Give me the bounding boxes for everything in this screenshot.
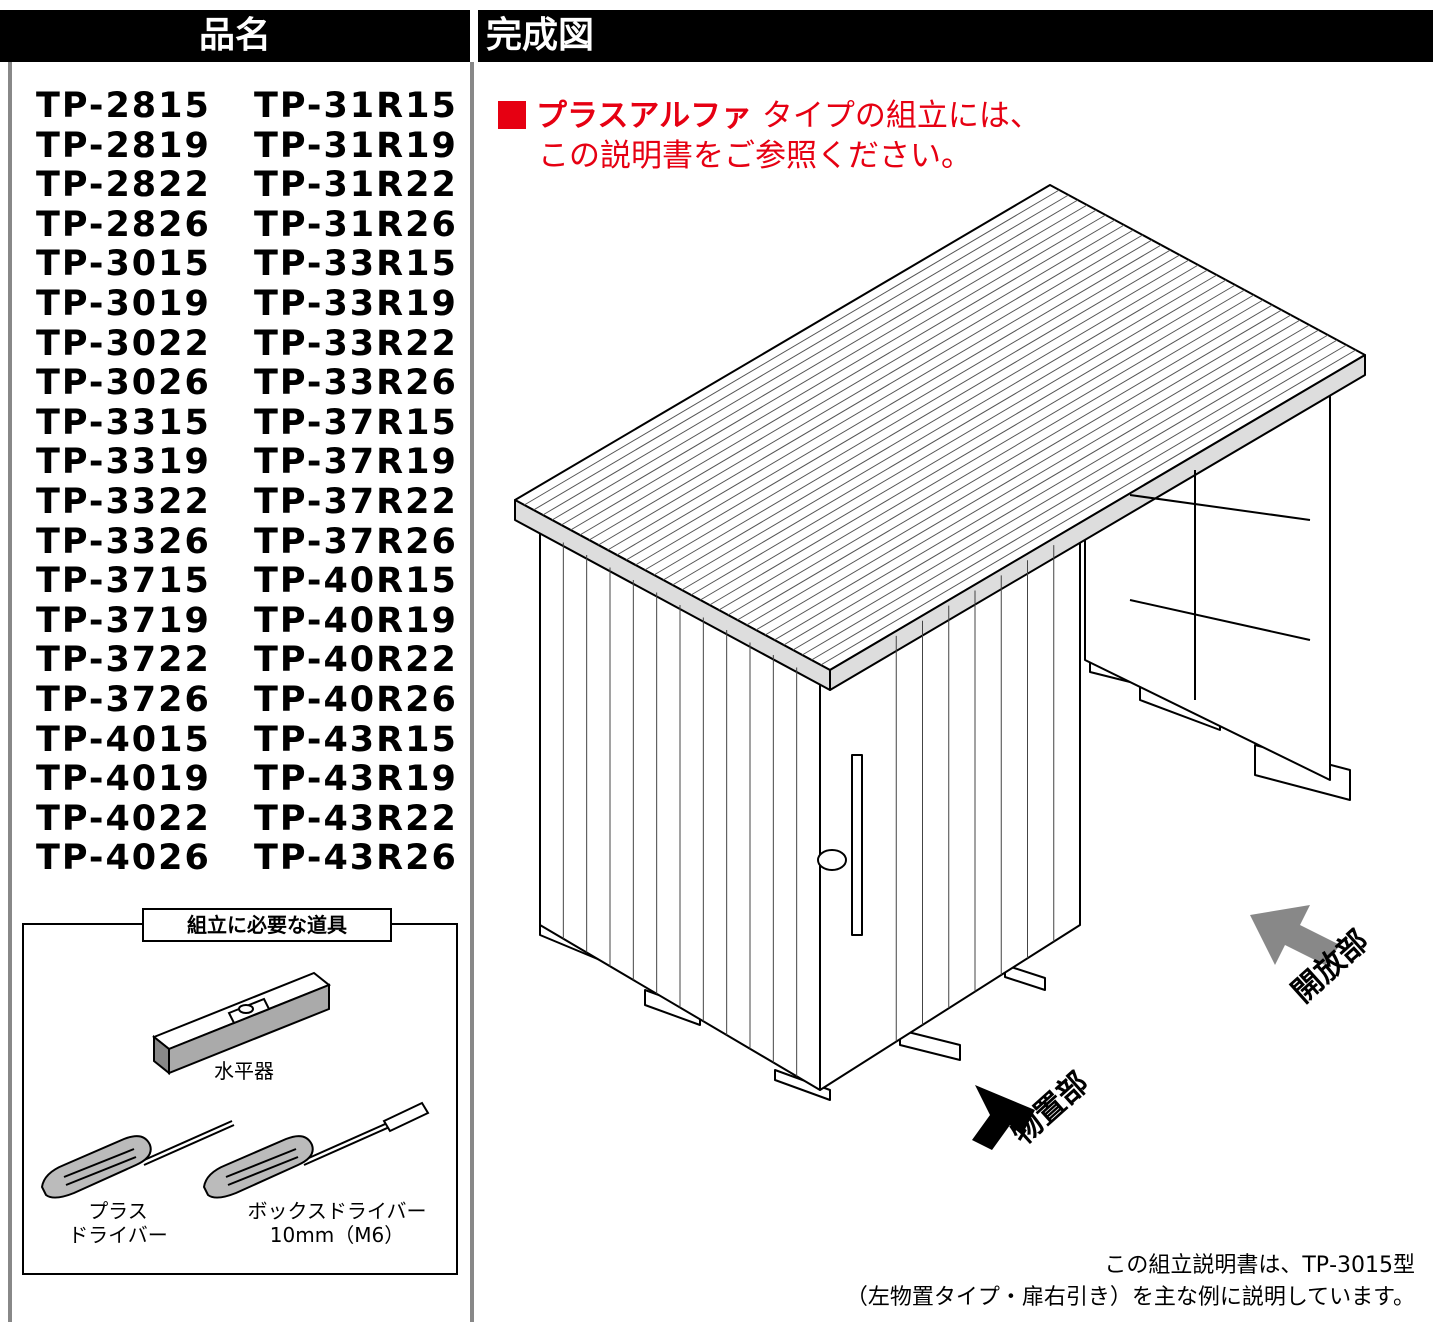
phillips-screwdriver-icon xyxy=(40,1120,235,1199)
model-code: TP-40R26 xyxy=(254,679,458,720)
tools-illustration xyxy=(40,971,430,1199)
tools-title: 組立に必要な道具 xyxy=(142,908,392,942)
model-row: TP-4026 TP-43R26 xyxy=(36,838,456,878)
model-code: TP-3026 xyxy=(36,363,211,404)
model-code: TP-40R15 xyxy=(254,561,458,602)
model-code: TP-3315 xyxy=(36,402,211,443)
model-code: TP-31R26 xyxy=(254,204,458,245)
model-row: TP-3315 TP-37R15 xyxy=(36,403,456,443)
storage-label: 物置部 xyxy=(1005,1065,1096,1152)
model-code: TP-43R26 xyxy=(254,838,458,879)
header-completed-diagram: 完成図 xyxy=(478,10,1433,62)
model-row: TP-3726 TP-40R26 xyxy=(36,680,456,720)
model-code: TP-31R22 xyxy=(254,165,458,206)
model-code: TP-37R26 xyxy=(254,521,458,562)
header-product-name: 品名 xyxy=(0,10,470,62)
model-row: TP-2822 TP-31R22 xyxy=(36,165,456,205)
model-code: TP-33R19 xyxy=(254,283,458,324)
red-square-bullet xyxy=(498,101,526,129)
model-code: TP-3319 xyxy=(36,442,211,483)
model-row: TP-3319 TP-37R19 xyxy=(36,442,456,482)
wall-ribs xyxy=(562,542,1055,1077)
footer-line2: （左物置タイプ・扉右引き）を主な例に説明しています。 xyxy=(845,1285,1415,1310)
box-driver-icon xyxy=(202,1101,430,1199)
model-row: TP-2819 TP-31R19 xyxy=(36,126,456,166)
model-row: TP-4022 TP-43R22 xyxy=(36,799,456,839)
model-code: TP-40R22 xyxy=(254,640,458,681)
model-code: TP-3022 xyxy=(36,323,211,364)
notice-line1-rest: タイプの組立には、 xyxy=(752,98,1041,134)
model-code: TP-2826 xyxy=(36,204,211,245)
footer-line1: この組立説明書は、TP‐3015型 xyxy=(1104,1253,1415,1278)
open-label: 開放部 xyxy=(1285,923,1376,1010)
roof-ribs xyxy=(524,189,1356,666)
column-divider xyxy=(470,62,474,1322)
notice-line2: この説明書をご参照ください。 xyxy=(538,138,972,174)
model-code: TP-4015 xyxy=(36,719,211,760)
model-code: TP-37R22 xyxy=(254,481,458,522)
model-row: TP-3019 TP-33R19 xyxy=(36,284,456,324)
model-code: TP-4022 xyxy=(36,798,211,839)
level-icon xyxy=(152,971,331,1076)
open-frame-grid xyxy=(1129,470,1311,700)
model-code: TP-33R26 xyxy=(254,363,458,404)
model-code: TP-37R19 xyxy=(254,442,458,483)
model-code: TP-40R19 xyxy=(254,600,458,641)
model-code: TP-37R15 xyxy=(254,402,458,443)
phillips-label-line2: ドライバー xyxy=(68,1223,168,1247)
model-code: TP-2815 xyxy=(36,86,211,126)
model-code: TP-2819 xyxy=(36,125,211,166)
model-code: TP-3726 xyxy=(36,679,211,720)
model-row: TP-3722 TP-40R22 xyxy=(36,640,456,680)
model-row: TP-4015 TP-43R15 xyxy=(36,720,456,760)
model-code: TP-2822 xyxy=(36,165,211,206)
model-code: TP-4026 xyxy=(36,838,211,879)
notice-bold: プラスアルファ xyxy=(536,98,753,134)
model-code: TP-3019 xyxy=(36,283,211,324)
model-row: TP-3719 TP-40R19 xyxy=(36,601,456,641)
model-code: TP-3015 xyxy=(36,244,211,285)
model-code: TP-3715 xyxy=(36,561,211,602)
phillips-label-line1: プラス xyxy=(88,1199,148,1223)
left-border xyxy=(8,62,12,1322)
model-code: TP-33R22 xyxy=(254,323,458,364)
box-driver-label-line1: ボックスドライバー xyxy=(247,1199,427,1223)
model-code: TP-31R15 xyxy=(254,86,458,126)
model-code: TP-3322 xyxy=(36,481,211,522)
footer-note: この組立説明書は、TP‐3015型 （左物置タイプ・扉右引き）を主な例に説明して… xyxy=(846,1250,1415,1314)
model-row: TP-3322 TP-37R22 xyxy=(36,482,456,522)
model-code: TP-3326 xyxy=(36,521,211,562)
model-row: TP-3026 TP-33R26 xyxy=(36,363,456,403)
model-row: TP-3326 TP-37R26 xyxy=(36,522,456,562)
model-code: TP-43R22 xyxy=(254,798,458,839)
model-code: TP-33R15 xyxy=(254,244,458,285)
model-code: TP-43R15 xyxy=(254,719,458,760)
model-row: TP-4019 TP-43R19 xyxy=(36,759,456,799)
level-label: 水平器 xyxy=(214,1059,274,1083)
tools-box: 組立に必要な道具 水平器 プラス ドライバー xyxy=(22,908,458,1275)
model-code: TP-3722 xyxy=(36,640,211,681)
model-row: TP-2815 TP-31R15 xyxy=(36,86,456,126)
model-code: TP-43R19 xyxy=(254,759,458,800)
shed-drawing xyxy=(514,184,1366,1101)
model-code: TP-31R19 xyxy=(254,125,458,166)
model-row: TP-3715 TP-40R15 xyxy=(36,561,456,601)
notice: プラスアルファ タイプの組立には、 この説明書をご参照ください。 xyxy=(498,96,1041,176)
box-driver-label-line2: 10mm（M6） xyxy=(269,1223,405,1247)
model-row: TP-3022 TP-33R22 xyxy=(36,324,456,364)
model-code: TP-3719 xyxy=(36,600,211,641)
model-row: TP-2826 TP-31R26 xyxy=(36,205,456,245)
model-row: TP-3015 TP-33R15 xyxy=(36,244,456,284)
model-code: TP-4019 xyxy=(36,759,211,800)
